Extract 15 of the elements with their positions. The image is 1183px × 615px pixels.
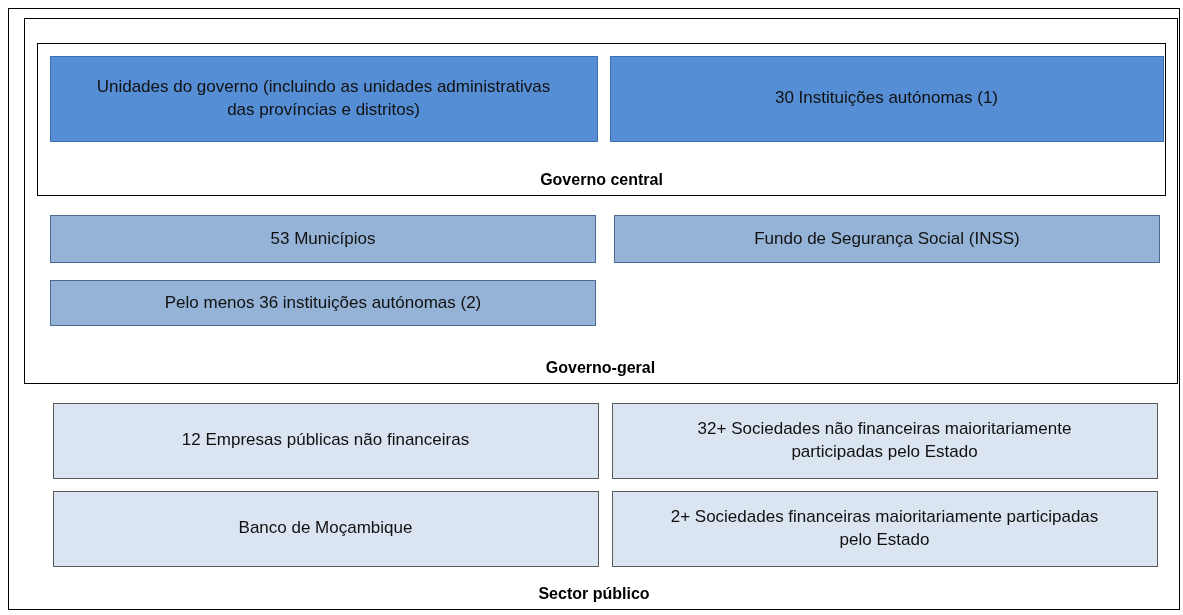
unit-box: 32+ Sociedades não financeiras maioritariamente participadas pelo Estado (611, 402, 1158, 479)
unit-box: 53 Municípios (50, 215, 596, 263)
unit-box: Banco de Moçambique (52, 490, 599, 567)
group-title: Governo-geral (544, 358, 657, 377)
group-frame (37, 43, 1166, 196)
group-title: Governo central (539, 171, 664, 189)
unit-box: Pelo menos 36 instituições autónomas (2) (50, 280, 596, 326)
unit-box: 2+ Sociedades financeiras maioritariamente participadas pelo Estado (611, 490, 1158, 567)
group-frame (23, 17, 1178, 384)
group-title: Sector público (537, 585, 651, 603)
group-frame (8, 8, 1180, 610)
unit-box: Unidades do governo (incluindo as unidades administrativas das províncias e distritos) (49, 55, 598, 142)
unit-box: Fundo de Segurança Social (INSS) (614, 215, 1160, 263)
unit-box: 30 Instituições autónomas (1) (609, 55, 1164, 142)
unit-box: 12 Empresas públicas não financeiras (52, 402, 599, 479)
